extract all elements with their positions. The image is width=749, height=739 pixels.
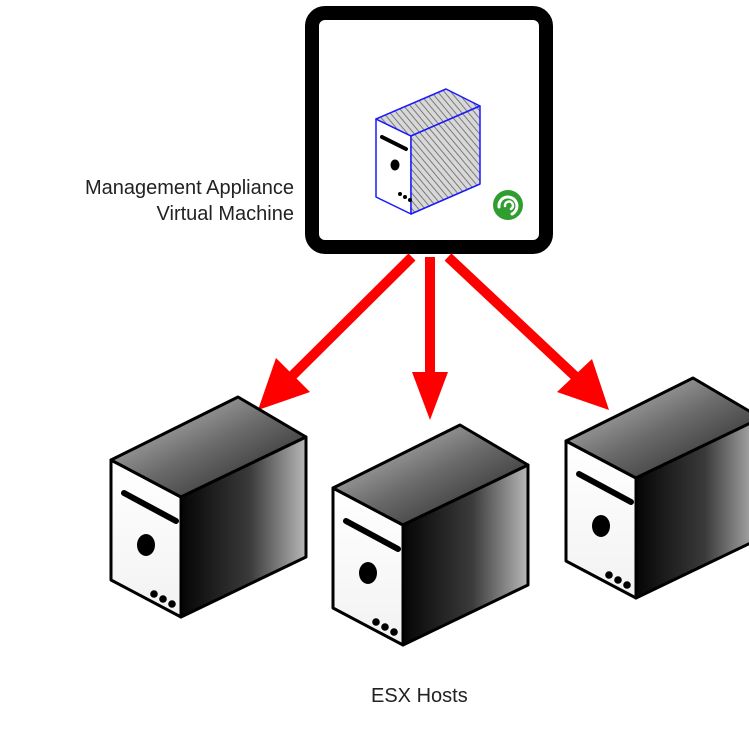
hosts-label: ESX Hosts [371,685,468,707]
arrow-to-host-3 [444,253,609,410]
arrow-to-host-2 [412,257,448,420]
esx-host-2 [333,425,528,645]
appliance-label: Management Appliance Virtual Machine [85,175,294,227]
esx-host-3 [566,378,749,598]
esx-host-1 [111,397,306,617]
server-tower-icon [333,425,528,645]
spiral-logo-icon [493,190,523,220]
appliance-label-line2: Virtual Machine [156,203,294,225]
virtual-server-icon [375,88,481,215]
server-tower-icon [111,397,306,617]
connection-arrows [258,253,609,420]
arrow-to-host-1 [258,253,416,410]
management-appliance [305,6,553,254]
appliance-label-line1: Management Appliance [84,177,294,199]
server-tower-icon [566,378,749,598]
